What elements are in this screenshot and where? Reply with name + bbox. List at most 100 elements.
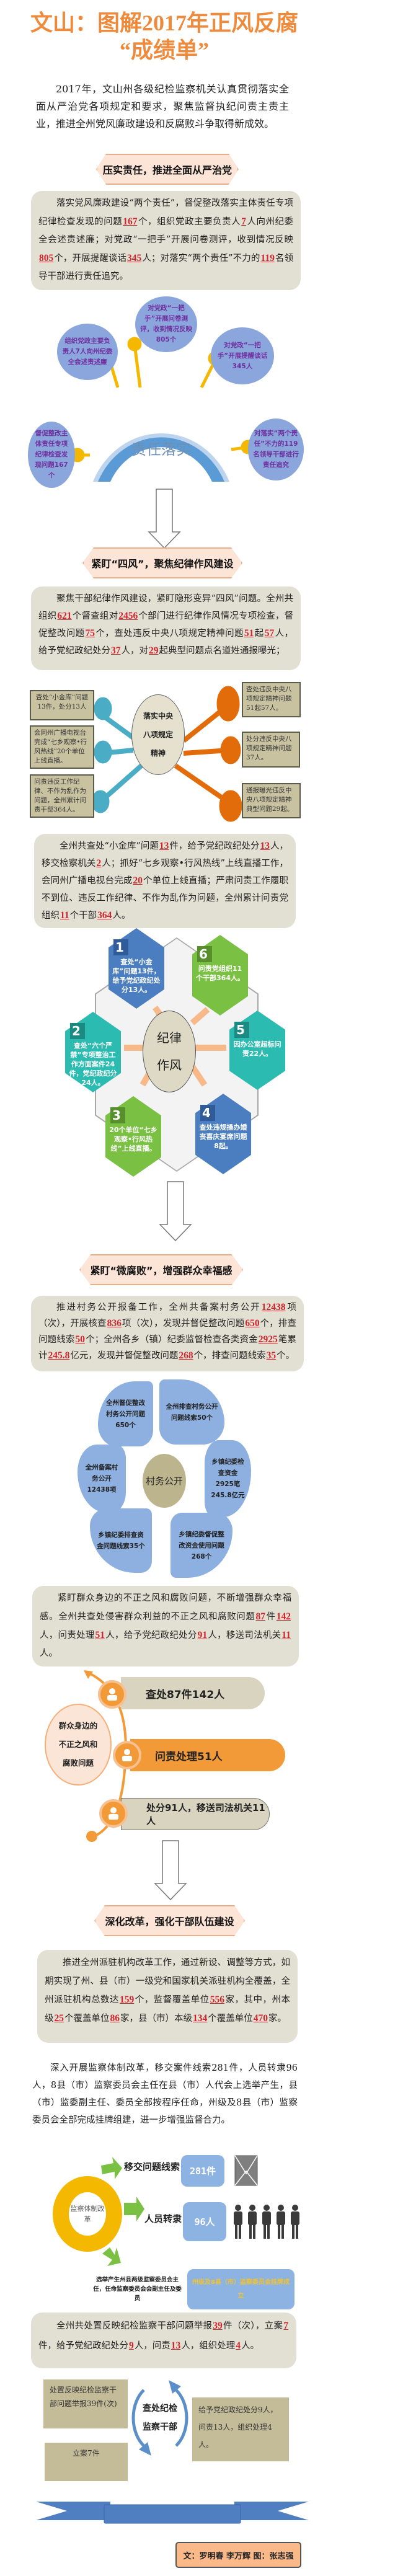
text-segment: 件，给予党纪政纪处分 [38, 2341, 128, 2351]
intro-paragraph: 2017年，文山州各级纪检监察机关认真贯彻落实全面从严治党各项规定和要求，聚焦监… [36, 83, 289, 130]
petal: 乡镇纪委督促整改资金使用问题268个 [170, 1513, 232, 1578]
mindmap-box: 会同州广播电视台完成“七乡观察•行风热线”20个单位上线直播。 [30, 725, 94, 769]
text-segment: 个，查处违反中央八项规定精神问题 [95, 629, 244, 639]
text-segment: 个干部 [69, 911, 97, 921]
highlight-number: 39 [213, 2321, 223, 2331]
hex-number: 1 [113, 939, 128, 955]
highlight-number: 37 [111, 645, 121, 656]
text-segment: 项（次），发现并督促整改问题 [122, 1319, 245, 1329]
highlight-number: 91 [197, 1630, 208, 1640]
text-segment: 人，对 [121, 646, 149, 656]
text-segment: 家。 [268, 2014, 286, 2024]
highlight-number: 12438 [261, 1302, 286, 1312]
down-arrow-icon [159, 1181, 192, 1242]
text-segment: 人，移交检察机关 [42, 841, 289, 869]
highlight-number: 134 [193, 2013, 208, 2024]
summary-box: 全州共处置反映纪检监察干部问题举报39件（次），立案7件，给予党纪政纪处分9人，… [31, 2313, 296, 2368]
text-segment: 人。 [40, 1649, 58, 1658]
text-segment: 人。 [241, 2341, 259, 2351]
text-segment: 名领导干部进行责任追究。 [38, 254, 294, 281]
text-segment: 紧盯群众身边的不正之风和腐败问题，不断增强群众幸福感。全州共查处侵害群众利益的不… [40, 1593, 291, 1622]
down-arrow-icon [154, 1840, 187, 1901]
hub-line: 精神 [150, 749, 166, 758]
envelope-icon [234, 2155, 258, 2186]
text-segment: 件 [266, 1612, 276, 1622]
text-segment: 人，给予党纪政纪处分 [105, 1631, 197, 1640]
text-segment: 个单位上线直播；严肃问责工作履职不到位、违反工作纪律、不作为乱作为问题，全州累计… [42, 876, 289, 921]
text-segment: 家，其中，州本级 [45, 1995, 290, 2024]
text-segment: 人，问责 [134, 2341, 170, 2351]
highlight-number: 35 [266, 1350, 277, 1361]
highlight-number: 13 [159, 841, 169, 851]
highlight-number: 119 [260, 253, 275, 263]
text-segment: 推进全州派驻机构改革工作，通过新设、调整等方式，如期实现了州、县（市）一级党和国… [45, 1958, 290, 2005]
reform-paragraph: 深入开展监察体制改革，移交案件线索281件，人员转隶96人，8县（市）监察委员会… [32, 2060, 298, 2129]
cycle-box: 处置反映纪检监察干部问题举报39件(次) [43, 2379, 128, 2428]
petal: 乡镇纪委检查资金2925笔245.8亿元 [205, 1440, 251, 1517]
text-segment: 个，监督覆盖单位 [135, 1995, 210, 2005]
text-segment: 人，问责处理 [40, 1631, 95, 1640]
hub-line: 纪律 [157, 1030, 182, 1045]
highlight-number: 9 [129, 2340, 134, 2351]
hex-number: 4 [200, 1105, 215, 1121]
highlight-number: 167 [123, 216, 138, 227]
hex-text: 问责党组织11个干部364人。 [196, 965, 244, 982]
connector [200, 361, 216, 389]
hex-text: 查处“六个严禁”专项整治工作方面案件24件，党纪政纪分24人。 [69, 1042, 117, 1087]
petal-hub: 村务公开 [143, 1454, 186, 1508]
text-segment: 家，县（市）本级 [120, 2014, 192, 2024]
bubble: 对落实“两个责任”不力的119名领导干部进行责任追究 [248, 418, 304, 480]
highlight-number: 805 [39, 253, 54, 263]
reform-label: 人员转隶 [144, 2213, 182, 2224]
text-segment: 深入开展监察体制改革，移交案件线索281件，人员转隶96人，8县（市）监察委员会… [32, 2063, 298, 2125]
mindmap-hub: 落实中央 八项规定 精神 [131, 694, 185, 775]
text-segment: 个；全州各乡（镇）纪委监督检查各类资金 [85, 1335, 258, 1345]
person-icon [98, 1680, 126, 1709]
hex-text: 20个单位“七乡观察•行风热线”上线直播。 [109, 1126, 157, 1153]
cycle-box: 立案7件 [45, 2443, 128, 2481]
hub-label: 责任落实 [131, 441, 191, 458]
highlight-number: 159 [120, 1994, 135, 2005]
people-icon [234, 2205, 299, 2239]
cycle-hub: 查处纪检监察干部 [143, 2404, 177, 2432]
highlight-number: 2 [96, 858, 102, 869]
mindmap-box: 查处违反中央八项规定精神问题51起57人。 [242, 682, 301, 717]
text-segment: 个覆盖单位 [208, 2014, 253, 2024]
section-banner: 压实责任，推进全面从严治党 [96, 154, 239, 185]
bubble: 组织党政主要负责人7人向州纪委全会述责述廉 [57, 324, 118, 380]
highlight-number: 51 [95, 1630, 105, 1640]
highlight-number: 25 [54, 2013, 64, 2024]
text-segment: 个部门进行纪律作风情况专项检查，督促整改问题 [38, 611, 294, 639]
page-title: 文山：图解2017年正风反腐 [30, 11, 298, 35]
text-segment: 件，给予党纪政纪处分 [169, 841, 260, 851]
cycle-box: 给予党纪政纪处分9人，问责13人，组织处理4人。 [192, 2397, 289, 2461]
person-icon [113, 1741, 141, 1769]
highlight-number: 836 [107, 1318, 122, 1329]
hex-number: 3 [110, 1107, 125, 1123]
ribbon-decoration [36, 2502, 309, 2524]
person-icon [99, 1799, 128, 1828]
text-segment: 亿元，发现并督促整改问题 [70, 1351, 179, 1361]
text-segment: 件（次），立案 [223, 2321, 283, 2331]
text-segment: 个，排查问题线索 [193, 1351, 266, 1361]
section-banner: 深化改革，强化干部队伍建设 [94, 1905, 245, 1936]
reform-arrows [101, 2157, 144, 2266]
text-segment: 人，移送司法机关 [208, 1631, 281, 1640]
petal: 乡镇纪委排查资金问题线索35个 [90, 1508, 152, 1573]
highlight-number: 4 [236, 2340, 241, 2351]
hex-number: 5 [234, 1022, 249, 1038]
petal: 全州督促整改村务公开问题650个 [98, 1381, 153, 1446]
arch-outer [93, 433, 229, 482]
text-segment: 人。 [112, 911, 131, 921]
hex-hub: 纪律 作风 [143, 1011, 196, 1092]
summary-box: 推进村务公开报备工作，全州共备案村务公开12438项（次），开展核查836项（次… [31, 1296, 304, 1371]
down-arrow-icon [148, 489, 181, 549]
highlight-number: 11 [281, 1630, 291, 1640]
highlight-number: 556 [210, 1994, 224, 2005]
timeline-item: 处分91人，移送司法机关11人 [121, 1798, 270, 1830]
hex-number: 6 [197, 946, 212, 962]
bubble: 对党政“一把手”开展提醒谈话345人 [211, 327, 274, 384]
summary-box: 推进全州派驻机构改革工作，通过新设、调整等方式，如期实现了州、县（市）一级党和国… [37, 1950, 298, 2043]
text-segment: 人；对落实“两个责任”不力的 [142, 254, 260, 263]
cycle-arrow-icon [131, 2380, 188, 2456]
